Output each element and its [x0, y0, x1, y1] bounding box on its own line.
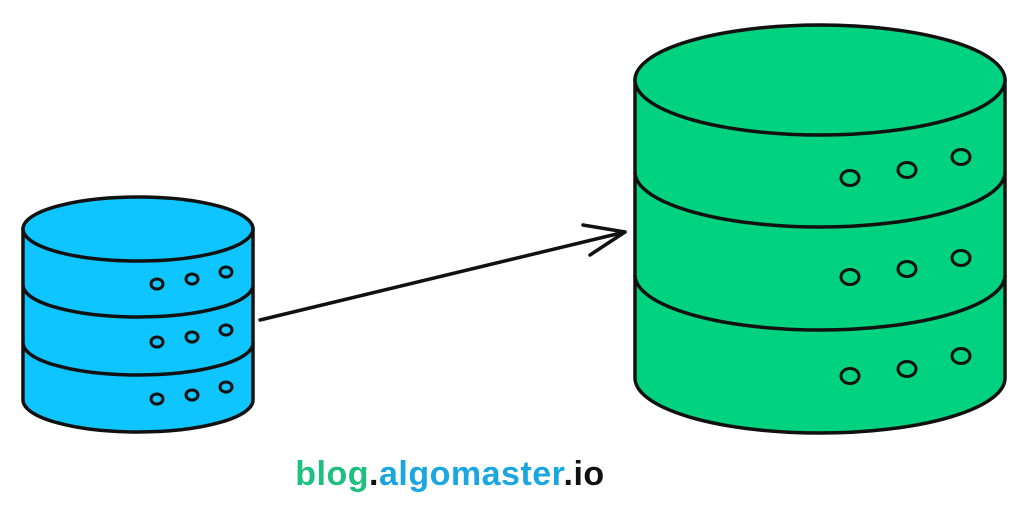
large-database-dot — [950, 347, 972, 365]
large-database-dot — [839, 169, 861, 187]
large-database-dots — [839, 148, 972, 385]
small-database-body — [21, 227, 255, 434]
large-database-dot — [896, 161, 918, 179]
large-database-dot — [950, 249, 972, 267]
small-database-dot — [184, 330, 200, 344]
large-database-dot — [839, 268, 861, 286]
large-database-dot — [839, 367, 861, 385]
large-database-dot — [896, 360, 918, 378]
watermark-blog: blog — [295, 455, 370, 493]
arrow-icon — [258, 223, 627, 322]
watermark-dot: . — [369, 455, 379, 493]
small-database-dot — [184, 272, 200, 286]
watermark-dot: . — [563, 455, 574, 493]
arrow-head — [581, 223, 627, 257]
watermark: blog.algomaster.io — [0, 455, 900, 494]
small-database-dot — [184, 388, 200, 402]
watermark-io: io — [573, 455, 605, 493]
small-database-dot — [218, 265, 234, 279]
small-database-dots — [149, 265, 234, 406]
small-database-icon — [21, 195, 255, 434]
small-database-divider — [21, 284, 255, 319]
arrow-shaft — [258, 230, 627, 322]
small-database-divider — [21, 342, 255, 377]
small-database-top — [21, 195, 255, 263]
small-database-dot — [149, 277, 165, 291]
small-database-dot — [218, 380, 234, 394]
large-database-body — [633, 78, 1007, 435]
large-database-icon — [633, 23, 1007, 435]
small-database-dot — [149, 392, 165, 406]
large-database-top — [633, 23, 1007, 137]
large-database-divider — [633, 274, 1007, 332]
large-database-dot — [950, 148, 972, 166]
watermark-algomaster: algomaster — [379, 455, 564, 493]
large-database-dot — [896, 260, 918, 278]
small-database-dot — [149, 335, 165, 349]
small-database-dot — [218, 323, 234, 337]
large-database-divider — [633, 171, 1007, 229]
